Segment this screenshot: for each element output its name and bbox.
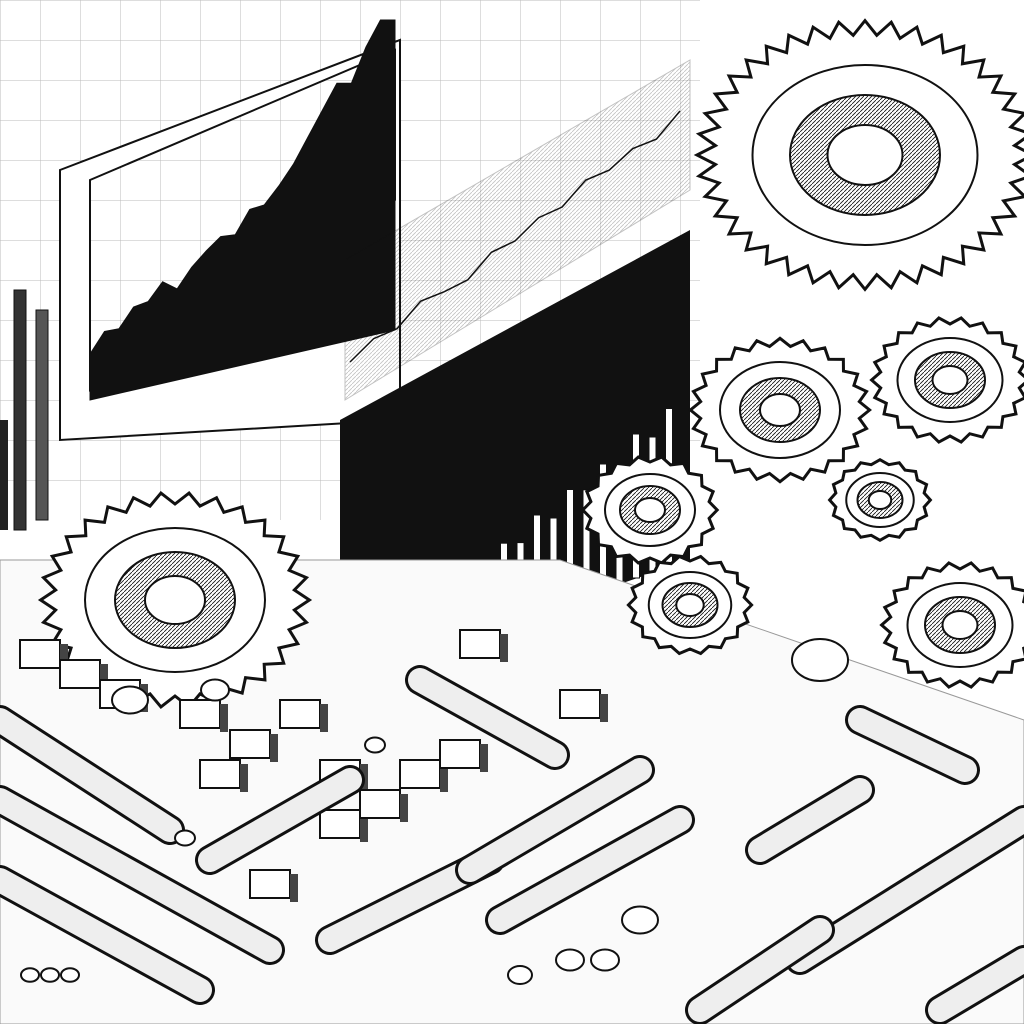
gear-icon (693, 18, 1024, 292)
block (559, 689, 601, 719)
pen-highlight (0, 788, 282, 962)
gear-ring (759, 393, 801, 427)
pen-highlight (788, 808, 1024, 972)
pen-highlight (688, 918, 832, 1022)
coin-icon (590, 948, 620, 972)
gear-ring (144, 575, 206, 625)
area-series (89, 19, 396, 401)
coin-icon (40, 967, 60, 983)
gear-ring (675, 593, 705, 617)
coin-icon (60, 967, 80, 983)
block (359, 789, 401, 819)
block (199, 759, 241, 789)
coin-icon (111, 685, 149, 715)
block (19, 639, 61, 669)
coin-icon (791, 638, 849, 682)
block-side (240, 764, 248, 792)
coin-icon (200, 678, 230, 702)
block-side (320, 704, 328, 732)
block (279, 699, 321, 729)
block-side (220, 704, 228, 732)
block (59, 659, 101, 689)
coin-icon (364, 736, 386, 754)
line-series (349, 110, 681, 363)
block (179, 699, 221, 729)
block-side (400, 794, 408, 822)
block-side (480, 744, 488, 772)
coin-group (20, 638, 849, 985)
block (439, 739, 481, 769)
block-side (290, 874, 298, 902)
coin-icon (507, 965, 533, 985)
coin-icon (20, 967, 40, 983)
block-side (600, 694, 608, 722)
block-side (100, 664, 108, 692)
block (459, 629, 501, 659)
gear-icon (827, 457, 933, 543)
gear-icon (879, 561, 1024, 689)
pen-group (0, 665, 1024, 1024)
line-chart-panel (344, 59, 691, 401)
pen-highlight (0, 868, 212, 1002)
block-side (60, 644, 68, 672)
pen-highlight (408, 668, 567, 767)
coin-icon (555, 948, 585, 972)
coin-icon (174, 829, 196, 847)
side-bars (0, 289, 49, 531)
gear-ring (931, 365, 969, 395)
gear-cluster (37, 18, 1024, 710)
block-side (440, 764, 448, 792)
gear-ring (826, 124, 904, 186)
pen-highlight (0, 708, 182, 842)
gear-ring (867, 490, 893, 510)
pen-highlight (848, 708, 977, 782)
pen-highlight (928, 948, 1024, 1022)
gear-icon (580, 455, 720, 565)
block (249, 869, 291, 899)
gear-icon (869, 316, 1024, 444)
gear-icon (37, 490, 313, 710)
block-side (360, 814, 368, 842)
block-side (270, 734, 278, 762)
block (229, 729, 271, 759)
pen-highlight (198, 768, 362, 872)
pen-highlight (458, 758, 652, 882)
pen-highlight (488, 808, 692, 932)
pen-highlight (748, 778, 872, 862)
gear-icon (626, 554, 754, 656)
gear-ring (941, 610, 979, 640)
gear-ring (634, 497, 666, 523)
block-side (500, 634, 508, 662)
block (399, 759, 441, 789)
block (319, 809, 361, 839)
coin-icon (621, 905, 659, 935)
gear-icon (688, 336, 872, 484)
